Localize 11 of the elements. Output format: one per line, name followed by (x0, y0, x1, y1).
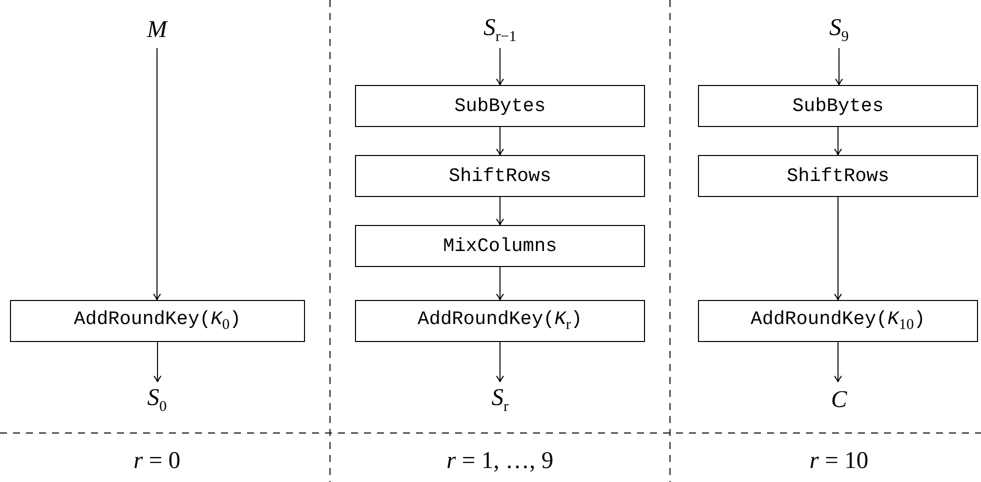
process-box: ShiftRows (698, 155, 978, 197)
process-box: ShiftRows (355, 155, 645, 197)
round-label: r = 10 (808, 448, 870, 475)
round-label: r = 1, …, 9 (446, 448, 554, 475)
round-label: r = 0 (132, 448, 182, 475)
process-box: AddRoundKey(K$_{r}$) (355, 300, 645, 342)
process-box: SubBytes (355, 85, 645, 127)
process-box: AddRoundKey(K$_{0}$) (10, 300, 305, 342)
process-box: MixColumns (355, 225, 645, 267)
process-box: SubBytes (698, 85, 978, 127)
process-box: AddRoundKey(K$_{10}$) (698, 300, 978, 342)
